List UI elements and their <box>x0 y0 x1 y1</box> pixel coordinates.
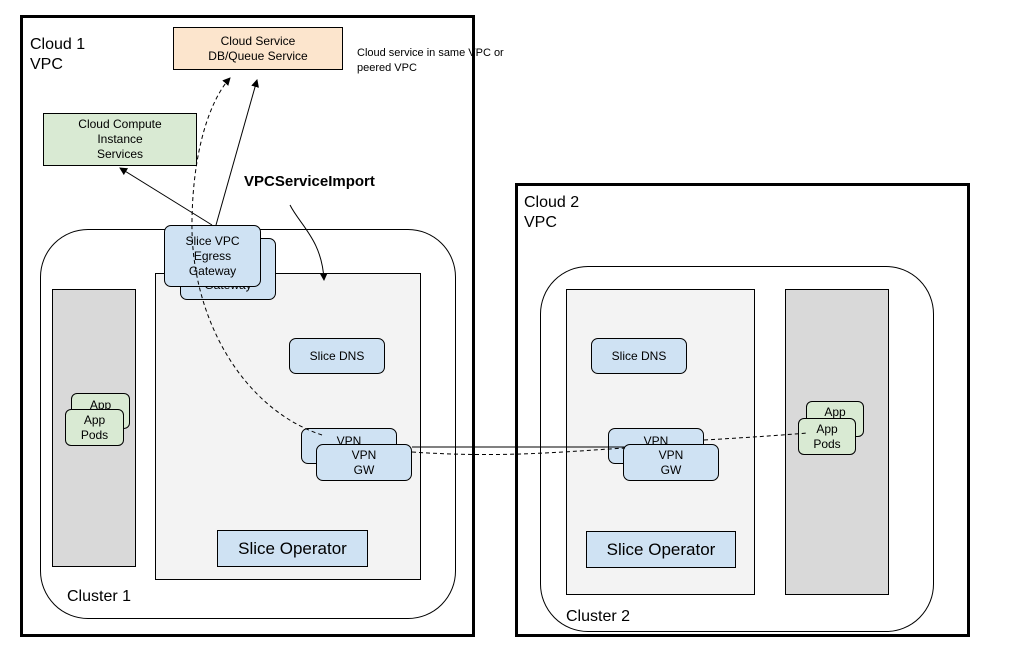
cloud1-vpc-label: Cloud 1 VPC <box>30 35 85 75</box>
vpc-service-import-label: VPCServiceImport <box>244 173 375 190</box>
cluster2-app-pods: App Pods <box>798 418 856 455</box>
cluster1-app-line1: App <box>83 412 106 427</box>
cluster2-app-line2: Pods <box>813 436 841 451</box>
cluster2-slice-dns: Slice DNS <box>591 338 687 374</box>
cloud1-label-line2: VPC <box>30 56 63 73</box>
cloud-compute-line2: Instance <box>97 132 143 146</box>
cluster1-vpn-line2: GW <box>353 462 375 477</box>
cluster1-slice-operator: Slice Operator <box>217 530 368 567</box>
egress-gateway-line3: Gateway <box>188 263 237 278</box>
cluster1-app-pods: App Pods <box>65 409 124 446</box>
cloud-compute-line1: Cloud Compute <box>78 117 162 131</box>
cloud-service-line1: Cloud Service <box>220 33 296 48</box>
cloud2-label-line1: Cloud 2 <box>524 194 580 211</box>
cluster2-slice-operator: Slice Operator <box>586 531 736 568</box>
cluster1-app-line2: Pods <box>80 427 109 442</box>
cluster2-slice-operator-label: Slice Operator <box>606 539 716 559</box>
cluster1-slice-dns: Slice DNS <box>289 338 385 374</box>
cluster1-vpn-line1: VPN <box>351 447 377 462</box>
cloud-service-note-line1: Cloud service in same VPC or <box>357 47 504 59</box>
cloud2-label-line2: VPC <box>524 214 557 231</box>
cloud-service-note: Cloud service in same VPC or peered VPC <box>357 46 504 76</box>
cluster2-app-back-label: App <box>824 405 846 419</box>
cluster1-slice-dns-label: Slice DNS <box>309 348 365 363</box>
cloud2-vpc-label: Cloud 2 VPC <box>524 193 579 233</box>
cluster2-label: Cluster 2 <box>566 608 631 625</box>
cloud-service-note-line2: peered VPC <box>357 62 417 74</box>
cluster2-slice-dns-label: Slice DNS <box>611 348 667 363</box>
cluster2-app-line1: App <box>816 421 838 436</box>
cluster1-slice-operator-label: Slice Operator <box>238 538 347 558</box>
cluster2-vpn-gateway: VPN GW <box>623 444 719 481</box>
cluster1-vpn-gateway: VPN GW <box>316 444 412 481</box>
cloud-service-box: Cloud Service DB/Queue Service <box>173 27 343 70</box>
egress-gateway-line2: Egress <box>193 248 232 263</box>
cluster1-app-back-label: App <box>89 398 112 412</box>
cloud-compute-line3: Services <box>96 147 143 161</box>
cloud1-label-line1: Cloud 1 <box>30 36 86 53</box>
egress-gateway-line1: Slice VPC <box>185 233 240 248</box>
egress-gateway-front: Slice VPC Egress Gateway <box>164 225 261 287</box>
cluster2-vpn-line1: VPN <box>658 447 684 462</box>
cluster1-label: Cluster 1 <box>67 588 132 605</box>
cluster2-vpn-line2: GW <box>660 462 682 477</box>
cloud-compute-box: Cloud Compute Instance Services <box>43 113 197 166</box>
cloud-service-line2: DB/Queue Service <box>208 48 308 63</box>
